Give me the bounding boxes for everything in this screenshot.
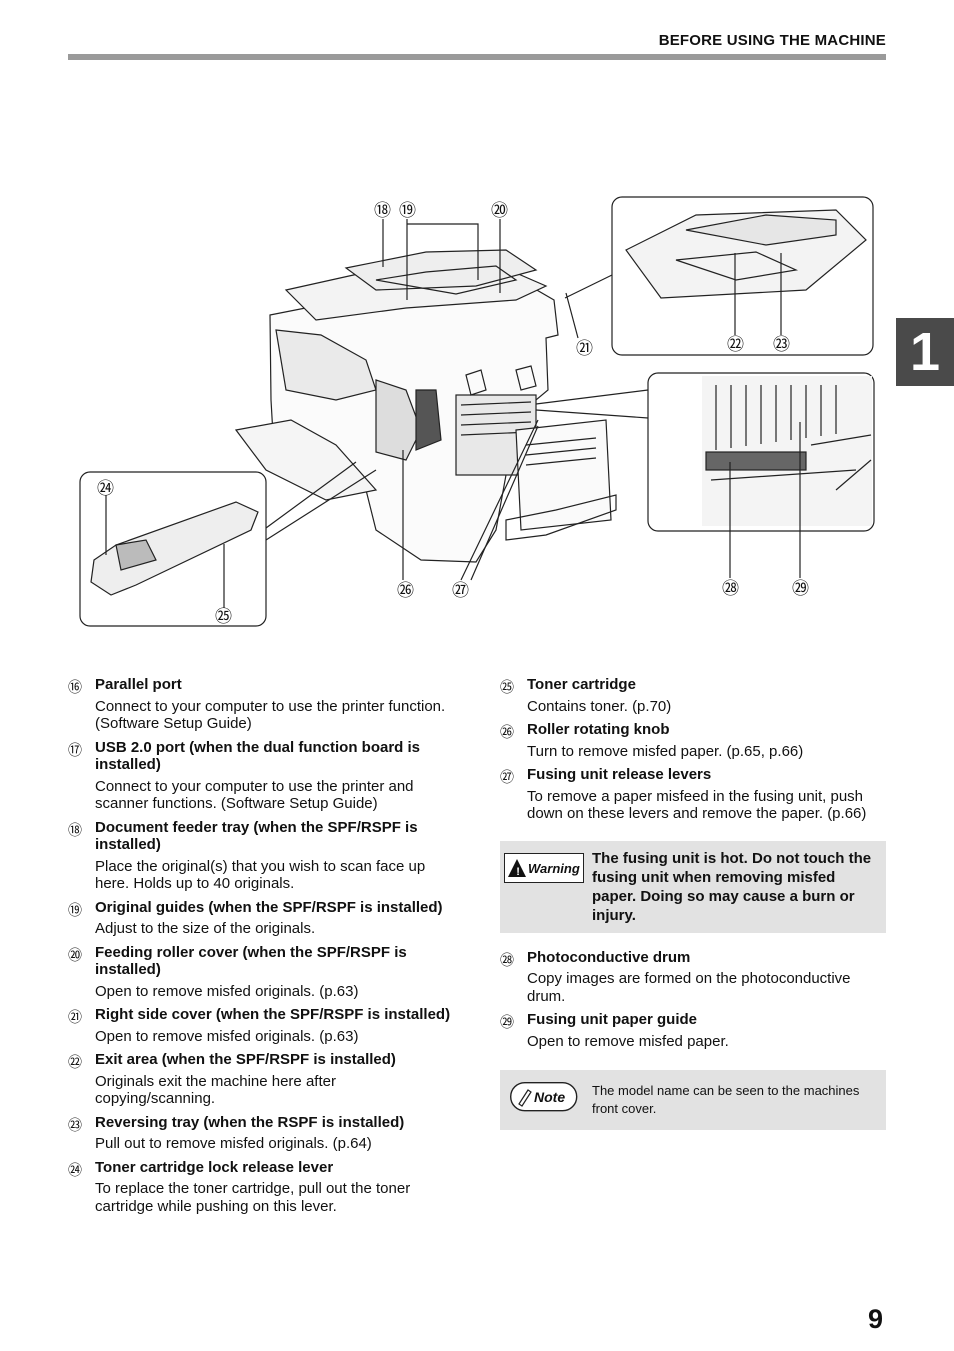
item-description: Place the original(s) that you wish to s… bbox=[95, 857, 426, 893]
list-item: ㉕ Toner cartridge Contains toner. (p.70) bbox=[500, 676, 886, 715]
item-title: Roller rotating knob bbox=[527, 721, 670, 738]
item-number: ㉕ bbox=[500, 679, 514, 695]
callout-24: ㉔ bbox=[97, 479, 114, 498]
callout-22: ㉒ bbox=[727, 335, 744, 354]
list-item: ㉘ Photoconductive drum Copy images are f… bbox=[500, 949, 886, 1006]
page-header: BEFORE USING THE MACHINE bbox=[68, 32, 886, 60]
callout-27: ㉗ bbox=[452, 581, 469, 600]
item-description: To remove a paper misfeed in the fusing … bbox=[527, 787, 867, 823]
item-title: Fusing unit paper guide bbox=[527, 1011, 697, 1028]
list-item: ⑳ Feeding roller cover (when the SPF/RSP… bbox=[68, 944, 454, 1001]
item-title: Fusing unit release levers bbox=[527, 766, 712, 783]
item-number: ⑯ bbox=[68, 679, 82, 695]
item-description: Turn to remove misfed paper. (p.65, p.66… bbox=[527, 742, 804, 760]
warning-text: The fusing unit is hot. Do not touch the… bbox=[592, 849, 872, 924]
callout-28: ㉘ bbox=[722, 579, 739, 598]
callout-26: ㉖ bbox=[397, 581, 414, 600]
item-title: Right side cover (when the SPF/RSPF is i… bbox=[95, 1006, 451, 1023]
list-item: ㉓ Reversing tray (when the RSPF is insta… bbox=[68, 1114, 454, 1153]
inset-toner-box bbox=[79, 471, 267, 627]
item-title: Toner cartridge bbox=[527, 676, 636, 693]
item-description: Open to remove misfed originals. (p.63) bbox=[95, 1027, 359, 1045]
warning-label: Warning bbox=[528, 861, 580, 876]
list-item: ㉗ Fusing unit release levers To remove a… bbox=[500, 766, 886, 823]
chapter-tab: 1 bbox=[896, 318, 954, 386]
note-label: Note bbox=[534, 1089, 565, 1105]
svg-text:!: ! bbox=[516, 866, 520, 878]
item-number: ⑱ bbox=[68, 821, 82, 838]
item-description: Open to remove misfed paper. bbox=[527, 1032, 729, 1050]
item-number: ㉔ bbox=[68, 1161, 82, 1178]
item-title: Reversing tray (when the RSPF is install… bbox=[95, 1113, 405, 1131]
item-number: ㉘ bbox=[500, 951, 514, 968]
callout-19: ⑲ bbox=[399, 201, 416, 220]
item-description: Copy images are formed on the photocondu… bbox=[527, 970, 851, 1005]
item-description: To replace the toner cartridge, pull out… bbox=[95, 1180, 411, 1215]
item-description: Pull out to remove misfed originals. (p.… bbox=[95, 1135, 372, 1152]
item-title: Document feeder tray (when the SPF/RSPF … bbox=[95, 818, 418, 854]
page-number: 9 bbox=[868, 1304, 884, 1334]
item-number: ㉗ bbox=[500, 769, 514, 785]
callout-25: ㉕ bbox=[215, 607, 232, 626]
item-title: Feeding roller cover (when the SPF/RSPF … bbox=[95, 943, 407, 979]
note-text: The model name can be seen to the machin… bbox=[592, 1083, 860, 1116]
item-title: USB 2.0 port (when the dual function boa… bbox=[95, 738, 421, 774]
callout-21: ㉑ bbox=[576, 339, 593, 358]
callout-18: ⑱ bbox=[374, 201, 391, 220]
callout-23: ㉓ bbox=[773, 335, 790, 354]
warning-icon: ! Warning bbox=[504, 852, 584, 883]
item-title: Parallel port bbox=[95, 676, 182, 693]
callout-29: ㉙ bbox=[792, 579, 809, 598]
item-number: ㉙ bbox=[500, 1014, 514, 1030]
item-description: Originals exit the machine here after co… bbox=[95, 1072, 336, 1108]
list-item: ⑰ USB 2.0 port (when the dual function b… bbox=[68, 739, 454, 813]
list-item: ㉔ Toner cartridge lock release lever To … bbox=[68, 1159, 454, 1216]
item-number: ㉒ bbox=[68, 1054, 82, 1070]
item-number: ⑳ bbox=[68, 946, 82, 963]
header-rule bbox=[68, 54, 886, 60]
list-item: ⑲ Original guides (when the SPF/RSPF is … bbox=[68, 899, 454, 938]
item-number: ⑲ bbox=[68, 901, 82, 918]
list-item: ㉙ Fusing unit paper guide Open to remove… bbox=[500, 1011, 886, 1050]
item-title: Original guides (when the SPF/RSPF is in… bbox=[95, 898, 443, 916]
callout-20: ⑳ bbox=[491, 201, 508, 220]
list-item: ㉑ Right side cover (when the SPF/RSPF is… bbox=[68, 1006, 454, 1045]
item-description: Adjust to the size of the originals. bbox=[95, 920, 316, 937]
note-box: Note The model name can be seen to the m… bbox=[500, 1070, 886, 1130]
list-item: ⑯ Parallel port Connect to your computer… bbox=[68, 676, 454, 733]
parts-list-left: ⑯ Parallel port Connect to your computer… bbox=[68, 676, 454, 1221]
item-description: Connect to your computer to use the prin… bbox=[95, 777, 414, 813]
list-item: ⑱ Document feeder tray (when the SPF/RSP… bbox=[68, 819, 454, 893]
note-icon: Note bbox=[510, 1082, 578, 1112]
item-number: ㉖ bbox=[500, 724, 514, 740]
machine-illustration: ⑱ ⑲ ⑳ ㉑ ㉒ ㉓ ㉔ ㉕ ㉖ ㉗ ㉘ ㉙ bbox=[79, 196, 875, 627]
item-number: ⑰ bbox=[68, 741, 82, 758]
parts-list-right: ㉕ Toner cartridge Contains toner. (p.70)… bbox=[500, 676, 886, 1146]
list-item: ㉒ Exit area (when the SPF/RSPF is instal… bbox=[68, 1051, 454, 1108]
inset-spf-box bbox=[611, 196, 874, 356]
item-title: Exit area (when the SPF/RSPF is installe… bbox=[95, 1051, 396, 1068]
inset-fusing-box bbox=[647, 372, 875, 532]
item-number: ㉓ bbox=[68, 1116, 82, 1133]
item-description: Connect to your computer to use the prin… bbox=[95, 697, 446, 733]
warning-box: ! Warning The fusing unit is hot. Do not… bbox=[500, 840, 886, 933]
item-description: Contains toner. (p.70) bbox=[527, 697, 672, 715]
list-item: ㉖ Roller rotating knob Turn to remove mi… bbox=[500, 721, 886, 760]
header-title: BEFORE USING THE MACHINE bbox=[658, 32, 886, 49]
item-number: ㉑ bbox=[68, 1009, 82, 1025]
item-description: Open to remove misfed originals. (p.63) bbox=[95, 982, 359, 1000]
item-title: Toner cartridge lock release lever bbox=[95, 1158, 334, 1176]
item-title: Photoconductive drum bbox=[527, 948, 691, 966]
